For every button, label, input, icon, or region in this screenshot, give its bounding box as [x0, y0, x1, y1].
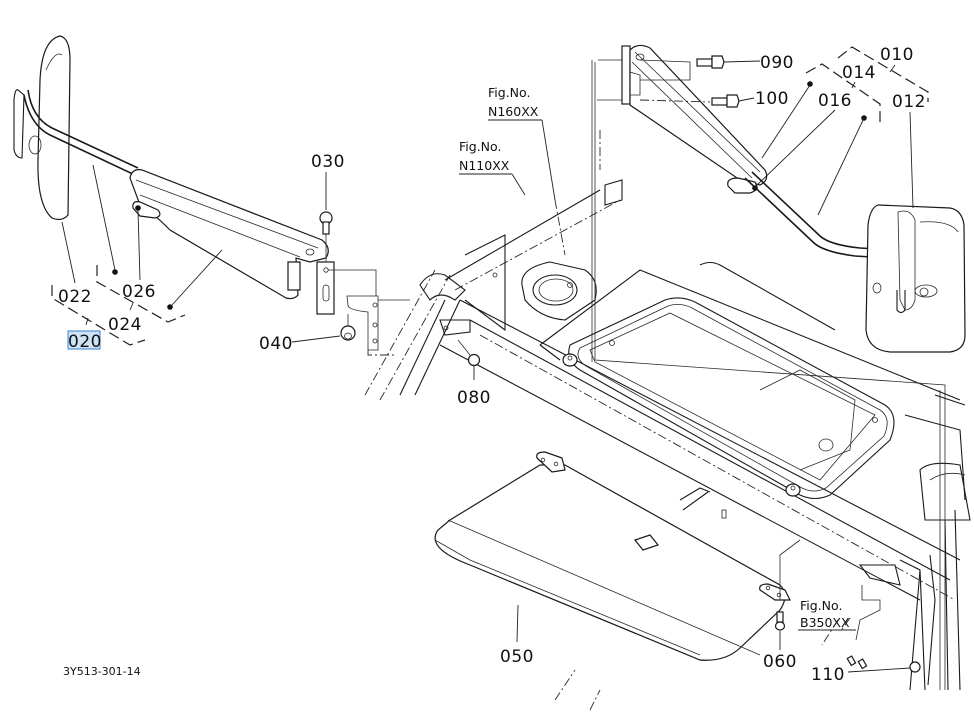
mirror-mount-bracket — [316, 261, 335, 315]
left-group-leaders — [51, 164, 223, 346]
part-label-030[interactable]: 030 — [311, 152, 345, 172]
cover-hinge-left — [536, 451, 566, 473]
bolt-090 — [598, 55, 761, 81]
document-code: 3Y513-301-14 — [63, 665, 141, 678]
fig-ref-b350xx[interactable]: B350XX — [800, 615, 850, 630]
part-label-060[interactable]: 060 — [763, 652, 797, 672]
figure-references: Fig.No. N160XX Fig.No. N110XX Fig.No. B3… — [459, 85, 850, 630]
part-label-024[interactable]: 024 — [108, 315, 142, 335]
bolt-030 — [319, 172, 333, 262]
right-mirror-mount-plate — [621, 45, 631, 105]
left-mirror-arm — [129, 169, 329, 300]
cover-hinge-right — [759, 583, 791, 601]
part-label-050[interactable]: 050 — [500, 647, 534, 667]
fig-ref-label: Fig.No. — [800, 598, 842, 613]
nut-040 — [291, 314, 356, 343]
bolt-060 — [774, 539, 801, 650]
part-label-080[interactable]: 080 — [457, 388, 491, 408]
part-label-016[interactable]: 016 — [818, 91, 852, 111]
part-label-110[interactable]: 110 — [811, 665, 845, 685]
parts-110 — [821, 554, 936, 686]
left-mirror-head — [37, 35, 71, 221]
fig-ref-n160xx[interactable]: N160XX — [488, 104, 539, 119]
reference-frame-lines — [591, 60, 946, 690]
part-label-026[interactable]: 026 — [122, 282, 156, 302]
fig-ref-label: Fig.No. — [488, 85, 530, 100]
bolt-080 — [457, 339, 481, 380]
part-label-022[interactable]: 022 — [58, 287, 92, 307]
right-mirror-head — [865, 204, 966, 353]
part-label-040[interactable]: 040 — [259, 334, 293, 354]
part-label-010[interactable]: 010 — [880, 45, 914, 65]
part-label-100[interactable]: 100 — [755, 89, 789, 109]
bolt-100 — [639, 94, 755, 108]
part-label-020[interactable]: 020 — [68, 332, 102, 352]
left-mirror-assembly — [13, 35, 410, 356]
figure-reference-leaders — [459, 119, 856, 631]
cab-frame — [364, 179, 971, 711]
floor-cover — [434, 464, 786, 661]
fig-ref-n110xx[interactable]: N110XX — [459, 158, 510, 173]
cover-050 — [434, 451, 791, 661]
selection-highlight — [67, 330, 101, 350]
part-number-labels: 022 026 024 020 030 040 080 090 100 010 … — [58, 45, 926, 685]
part-label-014[interactable]: 014 — [842, 63, 876, 83]
pivot-knob — [132, 201, 161, 219]
fig-ref-label: Fig.No. — [459, 139, 501, 154]
part-label-090[interactable]: 090 — [760, 53, 794, 73]
part-label-012[interactable]: 012 — [892, 92, 926, 112]
right-group-leaders — [755, 46, 929, 216]
